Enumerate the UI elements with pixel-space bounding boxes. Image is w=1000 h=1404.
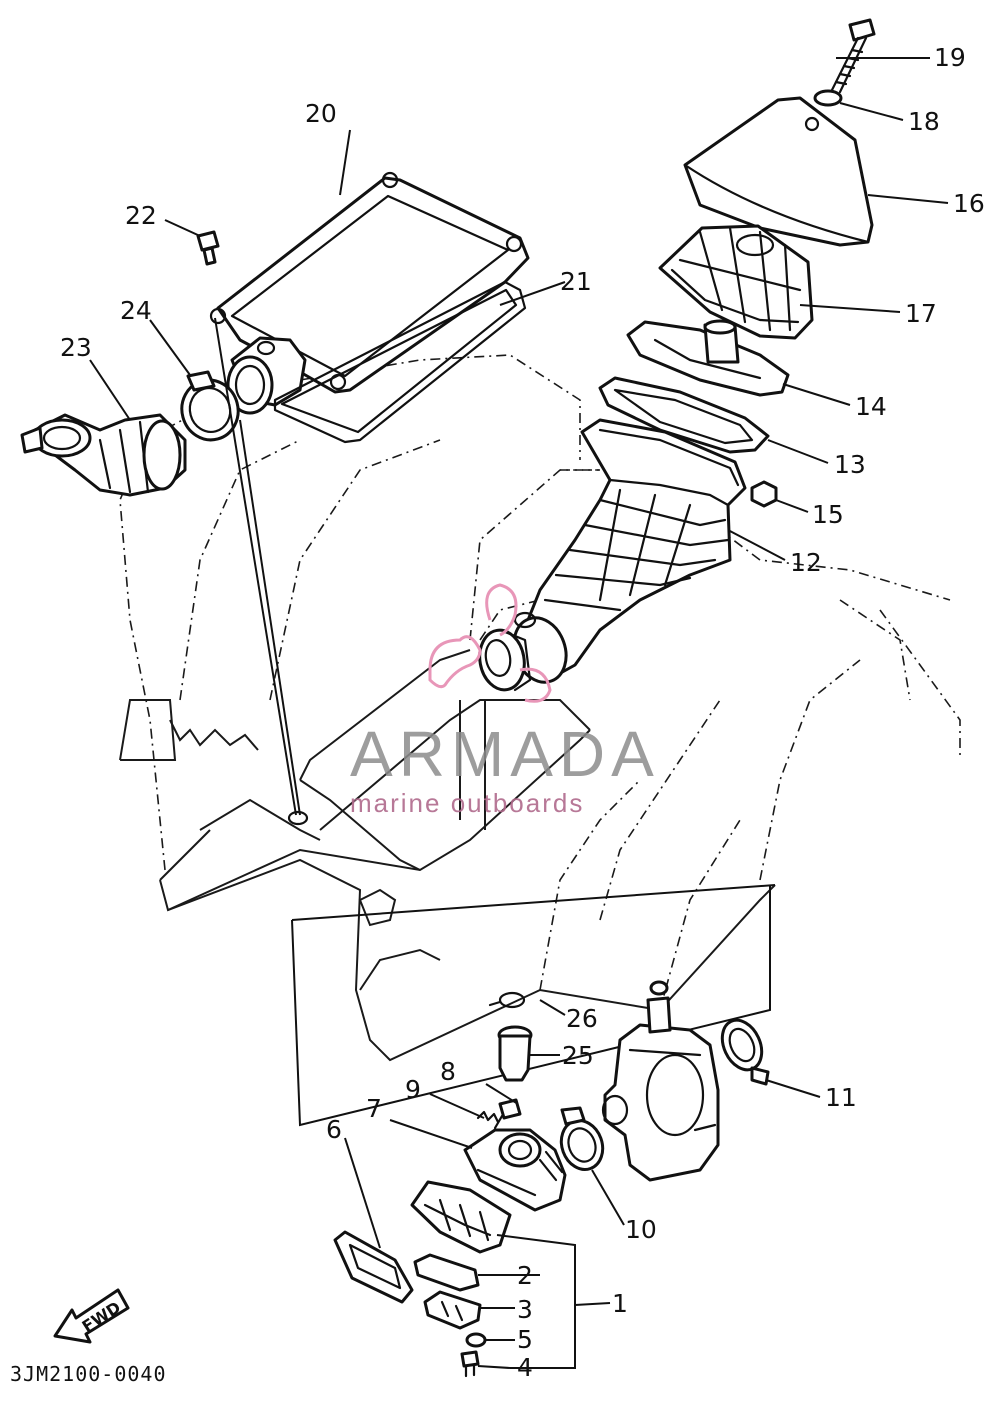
callout-13: 13 — [834, 450, 866, 479]
callout-24: 24 — [120, 296, 152, 325]
bolt-19 — [830, 18, 876, 94]
callout-12: 12 — [790, 548, 822, 577]
drawing-code: 3JM2100-0040 — [10, 1362, 167, 1386]
washer-5 — [465, 1332, 487, 1348]
screw-8 — [493, 1098, 522, 1130]
boot-25 — [497, 1025, 533, 1082]
callout-10: 10 — [625, 1215, 657, 1244]
watermark-logo: ARMADA marine outboards — [350, 583, 660, 818]
callout-9: 9 — [405, 1075, 421, 1104]
callout-8: 8 — [440, 1057, 456, 1086]
callout-2: 2 — [517, 1261, 533, 1290]
screw-4 — [460, 1350, 480, 1378]
fwd-arrow: FWD — [53, 1288, 130, 1344]
airbox-cover — [209, 171, 530, 415]
callout-11: 11 — [825, 1083, 857, 1112]
hose-clamp-10 — [559, 1106, 605, 1171]
callout-19: 19 — [934, 43, 966, 72]
intake-duct-23 — [20, 413, 187, 497]
carburetor — [601, 980, 720, 1182]
clip-26 — [488, 991, 526, 1009]
callouts: 19 18 16 17 14 13 15 12 21 20 22 24 23 2… — [60, 43, 985, 1382]
callout-18: 18 — [908, 107, 940, 136]
reed-plate-2 — [413, 1253, 480, 1292]
callout-3: 3 — [517, 1295, 533, 1324]
callout-1: 1 — [612, 1289, 628, 1318]
callout-21: 21 — [560, 267, 592, 296]
leader-lines — [89, 57, 949, 1369]
callout-25: 25 — [562, 1041, 594, 1070]
reed-valve-assembly-1 — [410, 1180, 512, 1254]
hose-clamp-24 — [180, 370, 240, 442]
hose-clamp-11 — [720, 1018, 770, 1086]
callout-5: 5 — [517, 1325, 533, 1354]
callout-17: 17 — [905, 299, 937, 328]
watermark-tagline: marine outboards — [350, 788, 584, 818]
callout-20: 20 — [305, 99, 337, 128]
callout-4: 4 — [517, 1353, 533, 1382]
assembly-lines — [214, 317, 776, 1127]
watermark-brand: ARMADA — [350, 718, 660, 790]
callout-6: 6 — [326, 1115, 342, 1144]
flame-arrester-cover-16 — [683, 96, 874, 247]
callout-14: 14 — [855, 392, 887, 421]
spring-9 — [476, 1110, 500, 1124]
callout-26: 26 — [566, 1004, 598, 1033]
hull-outline — [119, 354, 961, 1011]
adapter-7 — [463, 1128, 567, 1212]
washer-18 — [813, 89, 843, 107]
nut-15 — [750, 480, 778, 508]
plate-14 — [626, 319, 790, 397]
rubber-grommet — [478, 628, 532, 692]
callout-23: 23 — [60, 333, 92, 362]
screw-22 — [196, 230, 220, 266]
callout-22: 22 — [125, 201, 157, 230]
callout-15: 15 — [812, 500, 844, 529]
flame-arrester-17 — [658, 224, 814, 340]
stopper-3 — [423, 1290, 482, 1330]
gasket-6 — [333, 1230, 414, 1304]
deck-tray — [119, 649, 776, 1062]
callout-7: 7 — [366, 1094, 382, 1123]
gasket-13 — [598, 376, 770, 454]
airbox-gasket — [273, 280, 527, 444]
callout-16: 16 — [953, 189, 985, 218]
intake-elbow-12 — [512, 418, 747, 684]
